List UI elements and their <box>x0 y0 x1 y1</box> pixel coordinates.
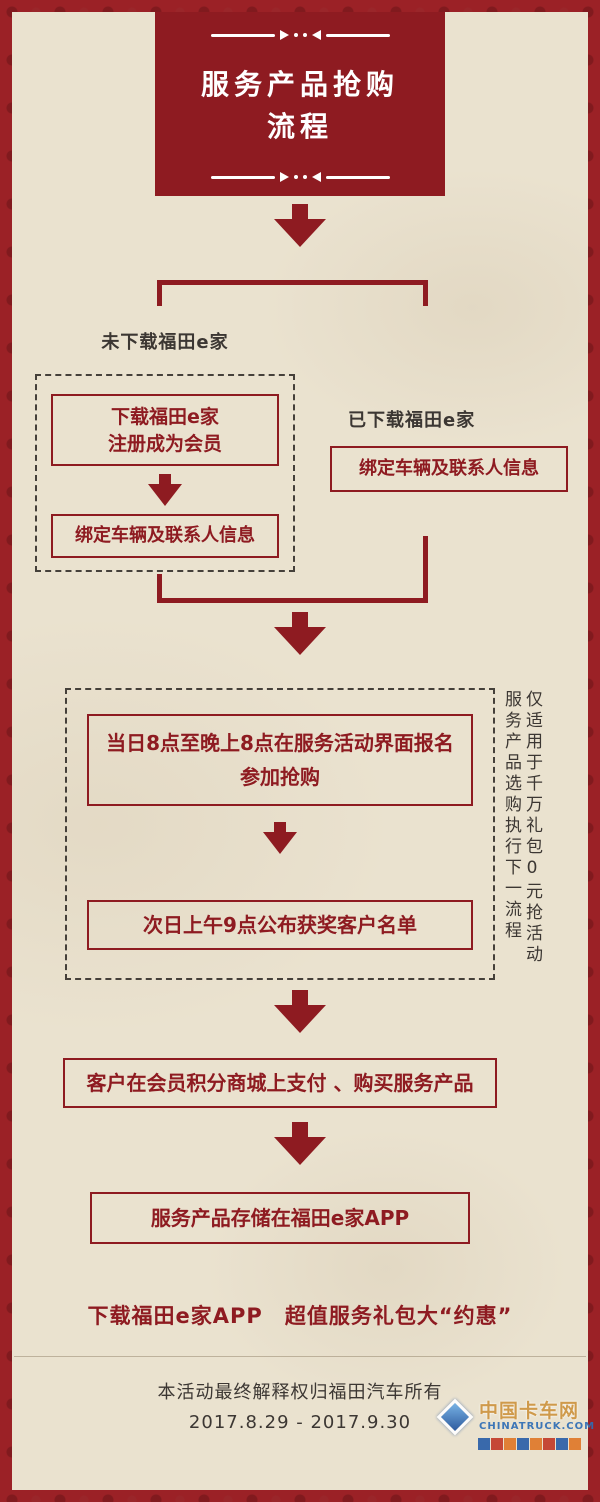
signup-line2: 参加抢购 <box>240 765 320 789</box>
download-register-box: 下载福田e家 注册成为会员 <box>51 394 279 466</box>
ornament-dot <box>302 175 307 179</box>
arrow-head <box>263 832 297 854</box>
chinatruck-watermark: 中国卡车网 CHINATRUCK.COM <box>436 1398 594 1450</box>
poster-title: 服务产品抢购 流程 <box>201 64 399 148</box>
ornament-arrow-icon <box>311 30 321 40</box>
arrow-stem <box>292 204 308 219</box>
arrow-head <box>274 1137 326 1165</box>
arrow-head <box>274 219 326 247</box>
title-banner: 服务产品抢购 流程 <box>155 12 445 196</box>
merge-connector-right-leg <box>423 536 428 603</box>
branch-label-downloaded: 已下载福田e家 <box>348 410 476 431</box>
store-box: 服务产品存储在福田e家APP <box>90 1192 470 1244</box>
ornament-line <box>325 33 390 37</box>
watermark-texts: 中国卡车网 CHINATRUCK.COM <box>479 1401 595 1433</box>
branch-label-not-downloaded: 未下载福田e家 <box>101 332 229 353</box>
arrow-stem <box>159 474 171 484</box>
watermark-strip-square <box>517 1438 529 1450</box>
ornament-dot <box>293 175 298 179</box>
ornament-arrow-icon <box>311 172 321 182</box>
ornament-top <box>210 30 390 40</box>
ornament-line <box>210 33 275 37</box>
arrow-stem <box>292 1122 308 1137</box>
watermark-strip-square <box>504 1438 516 1450</box>
bind-info-box-left: 绑定车辆及联系人信息 <box>51 514 279 558</box>
side-note-col-left: 服务产品选购执行下一流程 <box>501 690 521 942</box>
activity-dates: 2017.8.29 - 2017.9.30 <box>188 1412 412 1433</box>
ornament-arrow-icon <box>279 172 289 182</box>
watermark-site-domain: CHINATRUCK.COM <box>479 1421 596 1432</box>
chinatruck-logo-icon <box>436 1398 474 1436</box>
bind-info-box-right: 绑定车辆及联系人信息 <box>330 446 568 492</box>
download-register-line1: 下载福田e家 <box>111 406 219 428</box>
watermark-strip-square <box>543 1438 555 1450</box>
merge-connector-bottom <box>157 598 428 603</box>
download-register-line2: 注册成为会员 <box>107 433 222 455</box>
left-branch-dashed-group: 下载福田e家 注册成为会员 绑定车辆及联系人信息 <box>35 374 295 572</box>
diamond-shape <box>436 1398 474 1436</box>
flow-arrow-down-icon <box>139 474 191 506</box>
signup-line1: 当日8点至晚上8点在服务活动界面报名 <box>106 731 454 755</box>
pay-box: 客户在会员积分商城上支付 、购买服务产品 <box>63 1058 497 1108</box>
side-note: 仅适用于千万礼包0元抢活动 服务产品选购执行下一流程 <box>500 690 542 982</box>
flow-arrow-down-icon <box>254 822 306 854</box>
flow-arrow-down-icon <box>274 204 326 247</box>
watermark-strip-square <box>556 1438 568 1450</box>
merge-connector-left-leg <box>157 574 162 603</box>
watermark-site-name: 中国卡车网 <box>479 1400 580 1422</box>
ornament-arrow-icon <box>279 30 289 40</box>
watermark-strip-square <box>478 1438 490 1450</box>
arrow-head <box>274 627 326 655</box>
flow-arrow-down-icon <box>274 990 326 1033</box>
flow-arrow-down-icon <box>274 612 326 655</box>
watermark-strip-square <box>569 1438 581 1450</box>
side-note-col-right: 仅适用于千万礼包0元抢活动 <box>522 690 542 966</box>
watermark-strip-square <box>491 1438 503 1450</box>
footer-divider <box>14 1356 586 1357</box>
signup-dashed-group: 当日8点至晚上8点在服务活动界面报名 参加抢购 次日上午9点公布获奖客户名单 <box>65 688 495 980</box>
flow-arrow-down-icon <box>274 1122 326 1165</box>
ornament-line <box>210 175 275 179</box>
ornament-dot <box>293 33 298 37</box>
ornament-bottom <box>210 172 390 182</box>
arrow-head <box>274 1005 326 1033</box>
arrow-stem <box>292 990 308 1005</box>
arrow-stem <box>292 612 308 627</box>
split-connector <box>157 280 428 306</box>
announce-box: 次日上午9点公布获奖客户名单 <box>87 900 473 950</box>
watermark-strip-square <box>530 1438 542 1450</box>
signup-box: 当日8点至晚上8点在服务活动界面报名 参加抢购 <box>87 714 473 806</box>
arrow-head <box>148 484 182 506</box>
ornament-line <box>325 175 390 179</box>
arrow-stem <box>274 822 286 832</box>
disclaimer-text: 本活动最终解释权归福田汽车所有 <box>157 1382 443 1403</box>
ornament-dot <box>302 33 307 37</box>
watermark-strip <box>478 1438 590 1450</box>
watermark-row: 中国卡车网 CHINATRUCK.COM <box>436 1398 594 1436</box>
promo-slogan: 下载福田e家APP 超值服务礼包大“约惠” <box>87 1304 513 1328</box>
poster-title-line2: 流程 <box>266 110 333 143</box>
poster-title-line1: 服务产品抢购 <box>200 68 399 101</box>
